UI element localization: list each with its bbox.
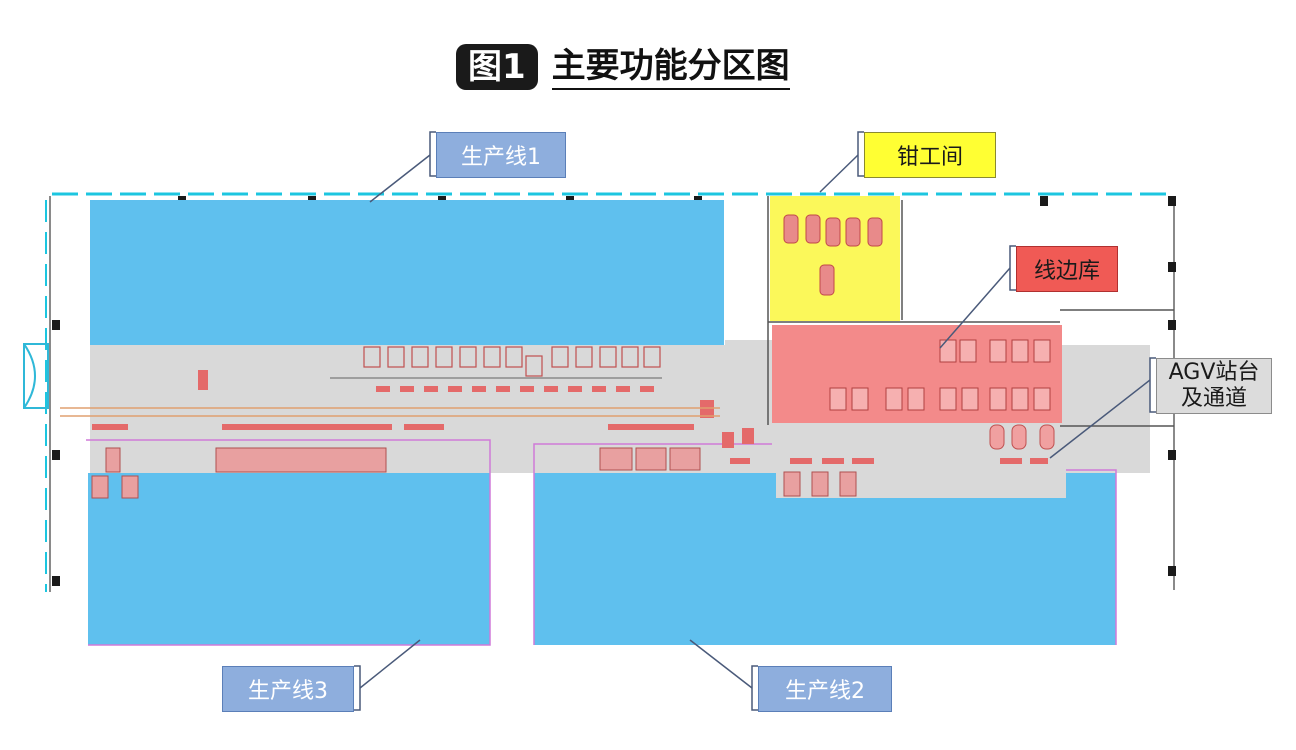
label-agv-station-line1: AGV站台 (1168, 360, 1260, 385)
leader-lines (359, 154, 1151, 689)
label-production-line-3: 生产线3 (222, 666, 354, 712)
label-brackets (354, 131, 1156, 711)
label-production-line-1: 生产线1 (436, 132, 566, 178)
label-agv-station-line2: 及通道 (1180, 386, 1247, 411)
label-agv-station: AGV站台 及通道 (1156, 358, 1272, 414)
production-line-3-zone (88, 473, 490, 645)
page-title: 主要功能分区图 (551, 44, 790, 90)
zone-outlines (86, 439, 1117, 646)
figure-title: 图1 主要功能分区图 (456, 42, 790, 92)
figure-tag: 图1 (456, 44, 538, 90)
label-fitter-room: 钳工间 (864, 132, 996, 178)
production-line-1-zone (90, 200, 724, 345)
line2-racks (599, 447, 857, 497)
lineside-store-racks (829, 339, 1051, 411)
line3-racks (91, 447, 387, 499)
production-line-2-zone (534, 473, 1116, 645)
conveyor-strips (92, 370, 1048, 464)
fitter-room-walls (767, 196, 1060, 425)
production-line-2-top-left (534, 473, 774, 498)
right-wall-details (1060, 309, 1174, 427)
agv-pods (989, 424, 1055, 450)
fitter-room-equipment (783, 214, 883, 296)
label-lineside-store: 线边库 (1016, 246, 1118, 292)
line1-machines (363, 346, 661, 377)
label-production-line-2: 生产线2 (758, 666, 892, 712)
aisle-tracks (60, 407, 720, 417)
left-door (23, 343, 49, 409)
